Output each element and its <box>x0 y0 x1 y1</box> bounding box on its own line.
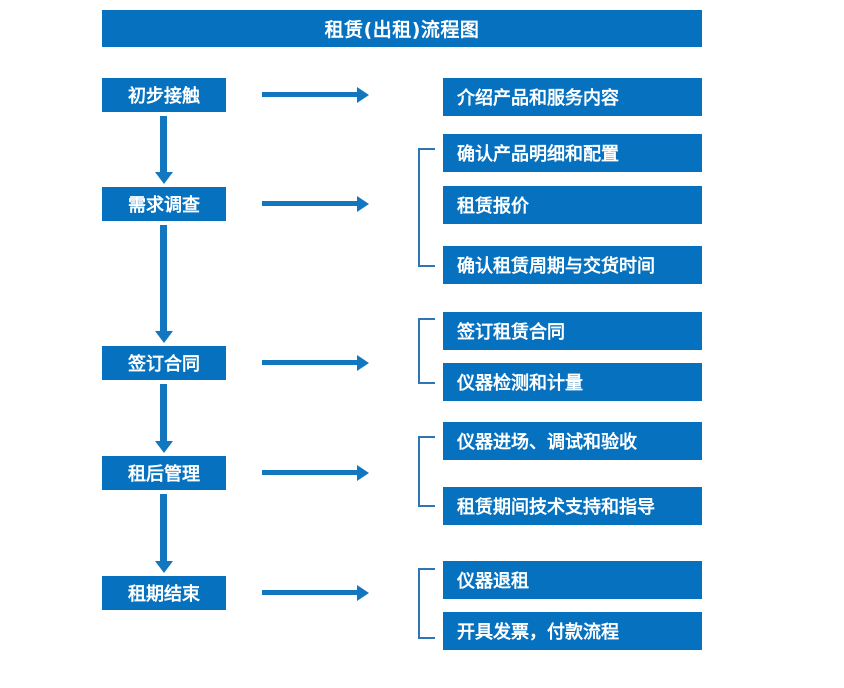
arrow-head-icon <box>154 441 173 453</box>
stage-node-3[interactable]: 签订合同 <box>102 346 226 380</box>
detail-box-1-1[interactable]: 介绍产品和服务内容 <box>443 78 702 116</box>
detail-box-2-1[interactable]: 确认产品明细和配置 <box>443 134 702 172</box>
connector-arrow-1-to-2 <box>154 116 173 184</box>
group-bracket-stage-4 <box>418 436 435 507</box>
group-bracket-stage-5 <box>418 568 435 639</box>
detail-arrow-stage-2 <box>262 195 369 212</box>
group-bracket-stage-2 <box>418 148 435 267</box>
arrow-head-icon <box>357 86 369 103</box>
stage-node-1[interactable]: 初步接触 <box>102 78 226 112</box>
arrow-head-icon <box>357 584 369 601</box>
group-bracket-stage-3 <box>418 318 435 384</box>
detail-arrow-stage-4 <box>262 464 369 481</box>
connector-arrow-2-to-3 <box>154 225 173 343</box>
detail-box-4-1[interactable]: 仪器进场、调试和验收 <box>443 422 702 460</box>
arrow-head-icon <box>154 561 173 573</box>
arrow-head-icon <box>154 331 173 343</box>
detail-arrow-stage-3 <box>262 354 369 371</box>
connector-arrow-3-to-4 <box>154 384 173 453</box>
detail-box-3-1[interactable]: 签订租赁合同 <box>443 312 702 350</box>
detail-box-2-2[interactable]: 租赁报价 <box>443 186 702 224</box>
stage-node-5[interactable]: 租期结束 <box>102 576 226 610</box>
connector-arrow-4-to-5 <box>154 494 173 573</box>
detail-arrow-stage-1 <box>262 86 369 103</box>
detail-arrow-stage-5 <box>262 584 369 601</box>
detail-box-3-2[interactable]: 仪器检测和计量 <box>443 363 702 401</box>
detail-box-5-2[interactable]: 开具发票，付款流程 <box>443 612 702 650</box>
arrow-head-icon <box>357 195 369 212</box>
detail-box-4-2[interactable]: 租赁期间技术支持和指导 <box>443 487 702 525</box>
stage-node-4[interactable]: 租后管理 <box>102 456 226 490</box>
stage-node-2[interactable]: 需求调查 <box>102 187 226 221</box>
detail-box-2-3[interactable]: 确认租赁周期与交货时间 <box>443 246 702 284</box>
arrow-head-icon <box>357 354 369 371</box>
detail-box-5-1[interactable]: 仪器退租 <box>443 561 702 599</box>
arrow-head-icon <box>357 464 369 481</box>
flowchart-title: 租赁(出租)流程图 <box>102 10 702 47</box>
arrow-head-icon <box>154 172 173 184</box>
